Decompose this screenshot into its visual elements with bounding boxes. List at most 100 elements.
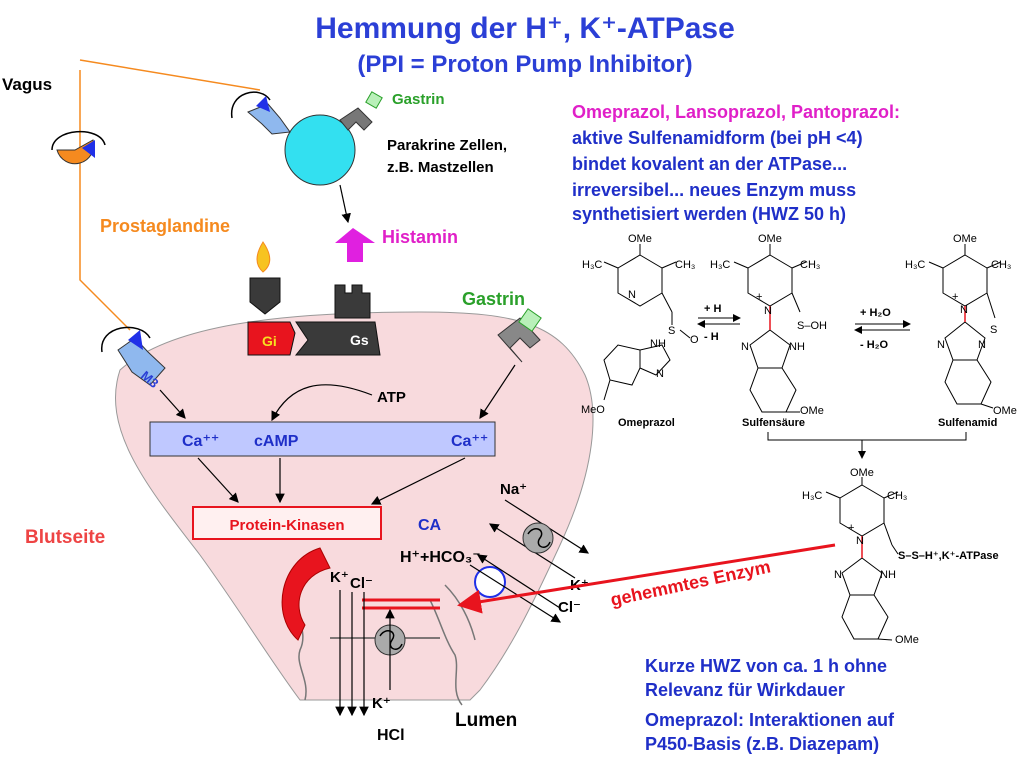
sulfensaeure-h3c: H₃C <box>710 259 730 271</box>
mast-cell-receptor-arc <box>231 91 271 119</box>
bottom-line-1: Kurze HWZ von ca. 1 h ohne <box>645 656 887 676</box>
gastrin-top-label: Gastrin <box>392 91 445 108</box>
gehemmtes-enzym-label: gehemmtes Enzym <box>609 556 773 609</box>
gi-protein-icon <box>247 321 296 356</box>
mast-cell-ligand-triangle-icon <box>256 96 270 112</box>
omeprazol-name: Omeprazol <box>618 417 675 429</box>
sulfensaeure-n2: N <box>741 341 749 353</box>
title-line-1: Hemmung der H⁺, K⁺-ATPase <box>315 12 735 45</box>
parakrine-label-2: z.B. Mastzellen <box>387 159 494 176</box>
k-flux-arrow <box>469 564 562 623</box>
na-label: Na⁺ <box>500 481 527 498</box>
plus-h2o-label: + H₂O <box>860 307 891 319</box>
bottom-line-4: P450-Basis (z.B. Diazepam) <box>645 734 879 754</box>
enzyme-complex-ome: OMe <box>850 467 874 479</box>
omeprazol-o: O <box>690 334 699 346</box>
omeprazol-n: N <box>628 289 636 301</box>
gastrin-right-label: Gastrin <box>462 289 525 309</box>
prostaglandin-flame-icon <box>256 241 271 273</box>
ca-enzyme-label: CA <box>418 517 442 534</box>
minus-h-label: - H <box>704 331 719 343</box>
second-messenger-bar <box>149 421 496 457</box>
info-line-2: aktive Sulfenamidform (bei pH <4) <box>572 128 863 148</box>
cl-left-label: Cl⁻ <box>350 575 373 592</box>
gs-protein-icon <box>294 321 381 356</box>
info-line-3: bindet kovalent an der ATPase... <box>572 154 847 174</box>
sulfenamid-ome-2: OMe <box>993 405 1017 417</box>
title-line-2: (PPI = Proton Pump Inhibitor) <box>357 51 692 78</box>
ca-right-to-kinase-arrow <box>370 457 466 505</box>
m3-ligand-triangle-icon <box>128 330 143 350</box>
k-cl-transporter-icon <box>474 566 506 598</box>
sulfensaeure-n: N <box>764 305 772 317</box>
omeprazol-nh: NH <box>650 338 666 350</box>
omeprazol-n2: N <box>656 368 664 380</box>
enzyme-complex-ch3: CH₃ <box>887 490 907 502</box>
blutseite-label: Blutseite <box>25 527 105 548</box>
histamin-icon <box>335 228 375 262</box>
na-h-exchanger-swirl <box>527 528 551 548</box>
histamin-receptor-icon <box>334 284 371 319</box>
sulfensaeure-plus: + <box>756 291 762 303</box>
atp-arrow <box>271 384 373 422</box>
enzyme-complex-n2: N <box>834 569 842 581</box>
omeprazol-h3c: H₃C <box>582 259 602 271</box>
prostaglandin-receptor-icon <box>249 277 281 315</box>
sulfenamid-plus: + <box>952 291 958 303</box>
proton-pump-swirl <box>379 630 403 650</box>
ca-right-label: Ca⁺⁺ <box>451 433 488 450</box>
atp-label: ATP <box>377 389 406 406</box>
gastrin-receptor-top-icon <box>339 107 373 131</box>
gi-label: Gi <box>262 333 277 349</box>
enzyme-complex-h3c: H₃C <box>802 490 822 502</box>
acetylcholine-triangle-icon <box>82 140 95 158</box>
omeprazol-ome: OMe <box>628 233 652 245</box>
h-hco3-label: H⁺+HCO₃⁻ <box>400 549 481 566</box>
prostaglandine-label: Prostaglandine <box>100 216 230 236</box>
vagus-label: Vagus <box>2 75 52 94</box>
sulfenamid-s: S <box>990 324 997 336</box>
gs-label: Gs <box>350 332 369 348</box>
hcl-label: HCl <box>377 727 405 744</box>
enzyme-complex-n: N <box>856 535 864 547</box>
gastrin-to-ca-arrow <box>479 364 516 420</box>
bottom-line-3: Omeprazol: Interaktionen auf <box>645 710 895 730</box>
m3-receptor-arc <box>101 326 151 353</box>
na-h-exchanger-icon <box>522 522 554 554</box>
inhibition-arrow <box>457 543 836 614</box>
enzyme-complex-plus: + <box>848 522 854 534</box>
k-left-label: K⁺ <box>330 569 349 586</box>
sulfensaeure-nh: NH <box>789 341 805 353</box>
enzyme-complex-nh: NH <box>880 569 896 581</box>
sulfensaeure-ome: OMe <box>758 233 782 245</box>
omeprazol-ch3: CH₃ <box>675 259 695 271</box>
info-line-5: synthetisiert werden (HWZ 50 h) <box>572 204 846 224</box>
sulfenamid-n3: N <box>978 339 986 351</box>
protein-kinasen-box <box>192 506 382 540</box>
parakrine-cell <box>284 114 356 186</box>
sulfensaeure-ch3: CH₃ <box>800 259 820 271</box>
camp-label: cAMP <box>254 433 299 450</box>
vagus-nerve-branch <box>79 59 261 91</box>
reaction-connector <box>767 432 967 441</box>
activation-curved-arrow <box>281 547 331 641</box>
ca-left-to-kinase-arrow <box>197 457 239 503</box>
k-bottom-label: K⁺ <box>372 695 391 712</box>
lumen-label: Lumen <box>455 710 517 731</box>
cl-right-label: Cl⁻ <box>558 599 581 616</box>
enzyme-complex-ome-2: OMe <box>895 634 919 646</box>
vagus-nerve-line <box>79 70 131 331</box>
omeprazol-structure <box>603 244 691 401</box>
sulfenamid-ome: OMe <box>953 233 977 245</box>
sulfenamid-h3c: H₃C <box>905 259 925 271</box>
histamin-label: Histamin <box>382 227 458 247</box>
sulfensaeure-s-oh: S–OH <box>797 320 827 332</box>
bottom-line-2: Relevanz für Wirkdauer <box>645 680 845 700</box>
sulfensaeure-ome-2: OMe <box>800 405 824 417</box>
ca-left-label: Ca⁺⁺ <box>182 433 219 450</box>
cl-flux-arrow <box>476 554 561 609</box>
sulfensaeure-name: Sulfensäure <box>742 417 805 429</box>
sulfenamid-ch3: CH₃ <box>991 259 1011 271</box>
